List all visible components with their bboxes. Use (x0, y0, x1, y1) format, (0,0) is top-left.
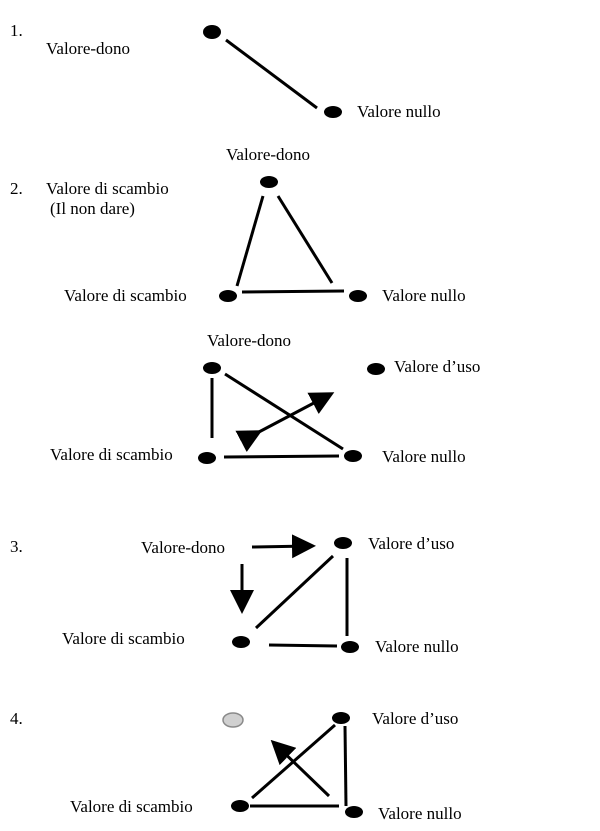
label-gift-value-1: Valore-dono (46, 39, 131, 58)
diagram-2b (198, 362, 385, 464)
label-not-giving: (Il non dare) (50, 199, 135, 218)
node-exchange-value (198, 452, 216, 464)
label-use-value-2b: Valore d’uso (394, 357, 481, 376)
label-null-value-2b: Valore nullo (382, 447, 466, 466)
label-exchange-value-2b: Valore di scambio (50, 445, 173, 464)
label-exchange-value-2-heading: Valore di scambio (46, 179, 169, 198)
label-use-value-3: Valore d’uso (368, 534, 455, 553)
node-use-value (332, 712, 350, 724)
diagram-4 (222, 712, 363, 818)
label-null-value-2a: Valore nullo (382, 286, 466, 305)
edge-use-exchange (254, 554, 335, 630)
edge-gift-null (224, 372, 344, 451)
label-null-value-3: Valore nullo (375, 637, 459, 656)
label-exchange-value-4: Valore di scambio (70, 797, 193, 816)
label-exchange-value-2a: Valore di scambio (64, 286, 187, 305)
node-null-value (349, 290, 367, 302)
section-number-4: 4. (10, 709, 23, 728)
node-null-value (344, 450, 362, 462)
arrow-to-faded-node (270, 739, 331, 798)
label-exchange-value-3: Valore di scambio (62, 629, 185, 648)
edge-exchange-null (268, 643, 338, 648)
node-exchange-value (219, 290, 237, 302)
label-null-value-1: Valore nullo (357, 102, 441, 121)
label-gift-value-2b: Valore-dono (207, 331, 292, 350)
diagram-3 (230, 534, 359, 653)
edge-exchange-null (223, 454, 340, 459)
section-number-2: 2. (10, 179, 23, 198)
edge-gift-exchange (235, 195, 265, 287)
node-null-value (345, 806, 363, 818)
section-number-1: 1. (10, 21, 23, 40)
double-arrow-use-exchange (235, 392, 335, 453)
node-null-value (341, 641, 359, 653)
label-gift-value-3: Valore-dono (141, 538, 226, 557)
diagram-2a (219, 176, 367, 302)
edge-use-null (343, 725, 348, 807)
arrow-gift-to-use (251, 534, 316, 559)
label-null-value-4: Valore nullo (378, 804, 462, 823)
node-gift-value (203, 362, 221, 374)
edge-gift-null (225, 38, 318, 110)
edge-gift-null (276, 195, 334, 284)
edge-exchange-null (241, 289, 345, 294)
node-exchange-value (231, 800, 249, 812)
node-exchange-value (232, 636, 250, 648)
label-gift-value-2a: Valore-dono (226, 145, 311, 164)
node-use-value (334, 537, 352, 549)
diagram-1 (203, 25, 342, 118)
faded-node (222, 712, 244, 728)
node-use-value (367, 363, 385, 375)
node-gift-value (203, 25, 221, 39)
label-use-value-4: Valore d’uso (372, 709, 459, 728)
node-null-value (324, 106, 342, 118)
node-gift-value (260, 176, 278, 188)
section-number-3: 3. (10, 537, 23, 556)
